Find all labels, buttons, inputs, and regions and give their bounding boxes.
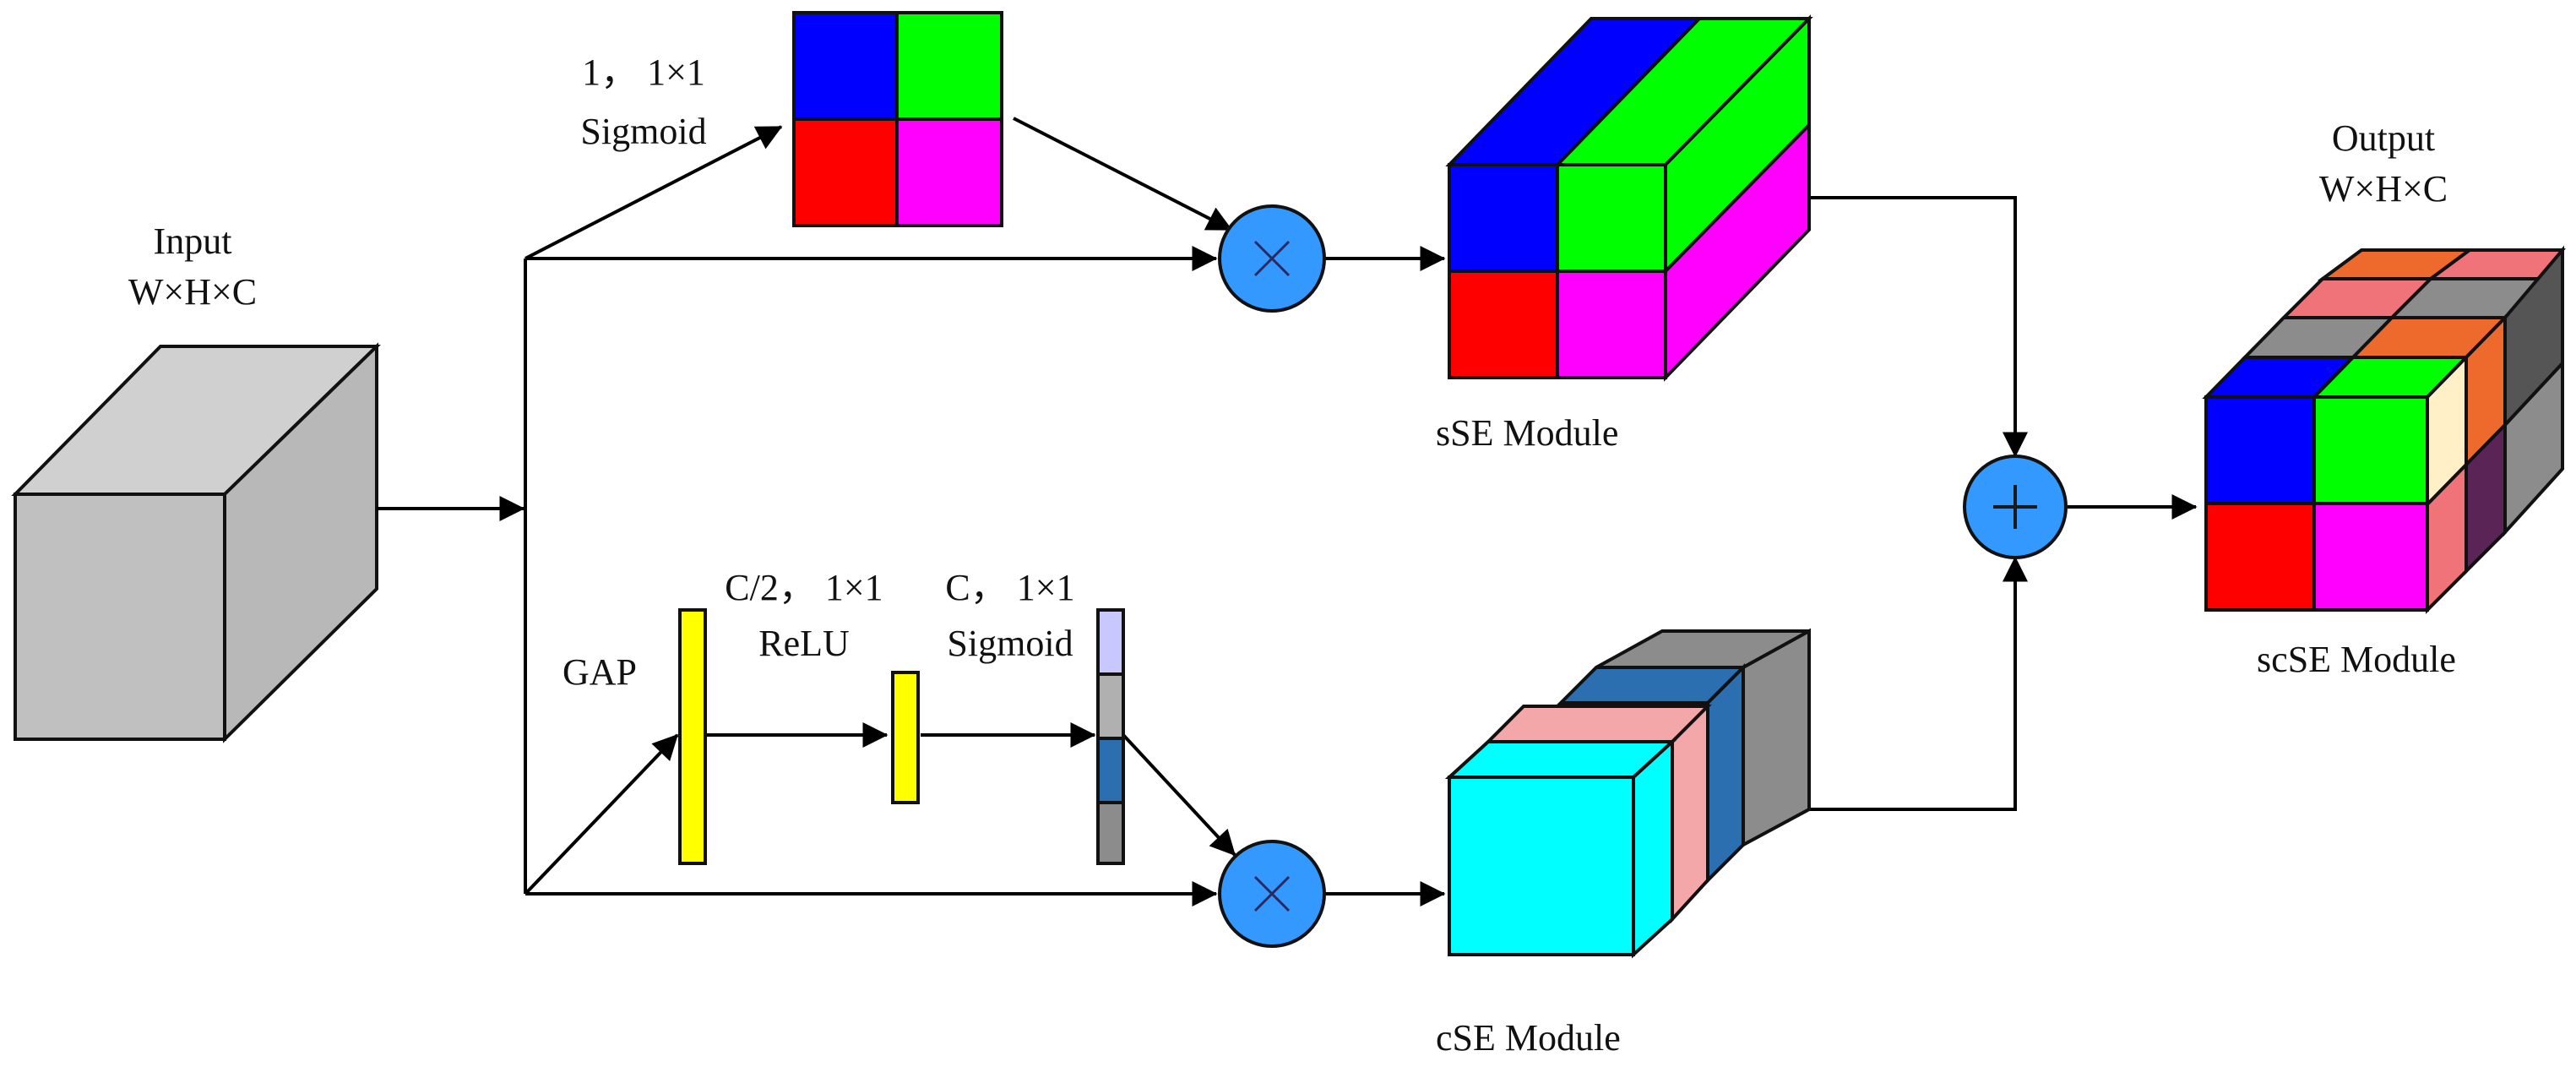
output-dims: W×H×C — [2319, 168, 2448, 210]
conv1-activation: Sigmoid — [580, 111, 706, 152]
multiply-operator-bottom — [1218, 840, 1326, 948]
sse-map-cell-green — [895, 11, 1003, 121]
connector-lines — [377, 117, 2198, 906]
fc2-activation: Sigmoid — [947, 623, 1073, 664]
cse-slice-gray-side — [1742, 628, 1811, 848]
cse-slice-cyan-side — [1632, 738, 1674, 959]
output-scse-cube — [2202, 245, 2566, 614]
input-dims: W×H×C — [128, 271, 257, 313]
weight-cell-blue — [1096, 737, 1125, 804]
sse-spatial-map — [792, 11, 1003, 227]
arrow-cse-to-add — [1809, 556, 2028, 811]
out-front-magenta — [2312, 502, 2429, 612]
cse-slice-pink-top — [1484, 705, 1712, 743]
weight-cell-gray — [1096, 672, 1125, 740]
out-front-red — [2204, 502, 2316, 612]
out-front-green — [2312, 395, 2429, 505]
fc1-vector-bar — [891, 671, 920, 804]
weight-cell-gray-dark — [1096, 801, 1125, 865]
cse-module-label: cSE Module — [1436, 1017, 1621, 1059]
scse-module-label: scSE Module — [2257, 639, 2456, 680]
sse-map-cell-blue — [792, 11, 899, 121]
input-title: Input — [154, 220, 232, 262]
sse-front-blue — [1448, 163, 1559, 273]
sse-map-cell-red — [792, 117, 899, 227]
cse-slice-pink-side — [1671, 702, 1709, 924]
gap-label: GAP — [562, 651, 637, 693]
sse-module-cube — [1445, 14, 1813, 382]
output-title: Output — [2332, 117, 2435, 159]
arrow-to-gap-bar — [524, 733, 679, 896]
fc1-params: C/2， 1×1 — [725, 567, 883, 608]
arrow-sse-map-to-multiply — [1013, 117, 1233, 231]
gap-vector-bar — [678, 608, 707, 865]
weight-cell-lavender — [1096, 608, 1125, 676]
fc1-activation: ReLU — [758, 623, 850, 664]
cse-front-cyan — [1448, 776, 1635, 956]
input-tensor — [11, 342, 381, 743]
sse-front-magenta — [1556, 269, 1667, 379]
arrow-cse-weights-to-multiply — [1122, 733, 1236, 857]
cse-slice-blue-side — [1706, 663, 1745, 885]
multiply-operator-top — [1218, 204, 1326, 313]
sse-front-red — [1448, 269, 1559, 379]
input-front-face — [14, 493, 226, 741]
channel-weights-vector — [1096, 608, 1125, 865]
out-side-c2-r1 — [2503, 358, 2564, 537]
add-operator — [1963, 455, 2068, 559]
cse-module-cube — [1444, 628, 1811, 959]
sse-map-cell-magenta — [895, 117, 1003, 227]
sse-front-green — [1556, 163, 1667, 273]
out-front-blue — [2204, 395, 2316, 505]
sse-module-label: sSE Module — [1436, 412, 1618, 454]
arrow-to-sse-conv — [524, 125, 783, 260]
fc2-params: C， 1×1 — [945, 567, 1074, 608]
conv1-params: 1， 1×1 — [582, 52, 705, 93]
arrow-sse-to-add — [1809, 196, 2028, 458]
